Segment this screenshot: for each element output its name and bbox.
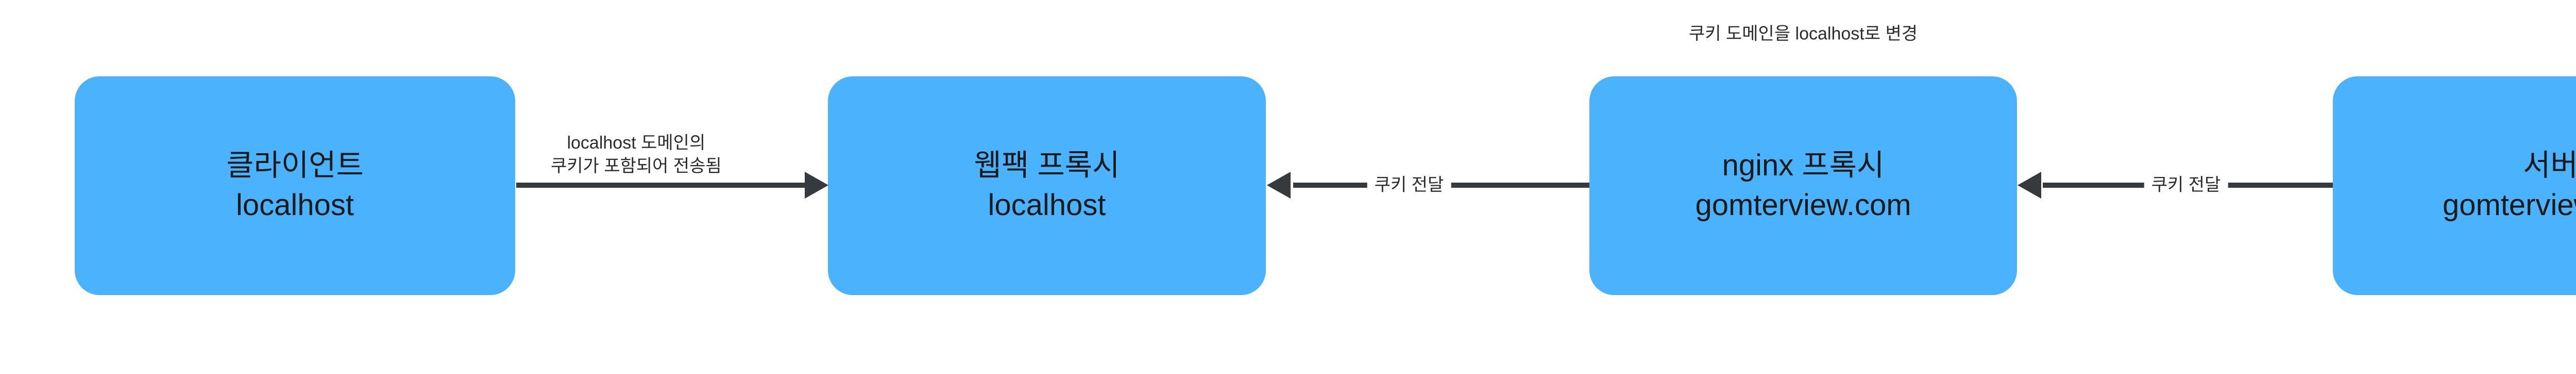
node-server[interactable]: 서버 gomterview.com <box>2333 76 2576 295</box>
node-server-subtitle: gomterview.com <box>2442 188 2576 222</box>
annotation-cookie-domain: 쿠키 도메인을 localhost로 변경 <box>1688 24 1918 44</box>
node-server-title: 서버 <box>2523 149 2576 183</box>
node-client[interactable]: 클라이언트 localhost <box>75 76 515 295</box>
arrowhead-left-icon <box>2018 172 2041 199</box>
node-nginx-proxy-title: nginx 프록시 <box>1722 149 1885 183</box>
edge-label-server-to-nginx-proxy: 쿠키 전달 <box>2144 173 2228 197</box>
edge-label-line1: localhost 도메인의 <box>567 133 706 153</box>
node-webpack-proxy-title: 웹팩 프록시 <box>974 149 1120 183</box>
node-client-title: 클라이언트 <box>226 149 364 183</box>
edge-label-client-to-webpack-proxy: localhost 도메인의 쿠키가 포함되어 전송됨 <box>544 132 729 178</box>
node-webpack-proxy[interactable]: 웹팩 프록시 localhost <box>828 76 1266 295</box>
edge-client-to-webpack-proxy[interactable] <box>516 183 805 188</box>
arrowhead-left-icon <box>1267 172 1291 199</box>
node-nginx-proxy[interactable]: nginx 프록시 gomterview.com <box>1589 76 2017 295</box>
edge-label-nginx-proxy-to-webpack-proxy: 쿠키 전달 <box>1367 173 1451 197</box>
edge-label-line2: 쿠키가 포함되어 전송됨 <box>551 156 722 176</box>
node-nginx-proxy-subtitle: gomterview.com <box>1695 188 1911 222</box>
node-client-subtitle: localhost <box>236 188 354 222</box>
node-webpack-proxy-subtitle: localhost <box>988 188 1106 222</box>
arrowhead-right-icon <box>805 172 828 199</box>
